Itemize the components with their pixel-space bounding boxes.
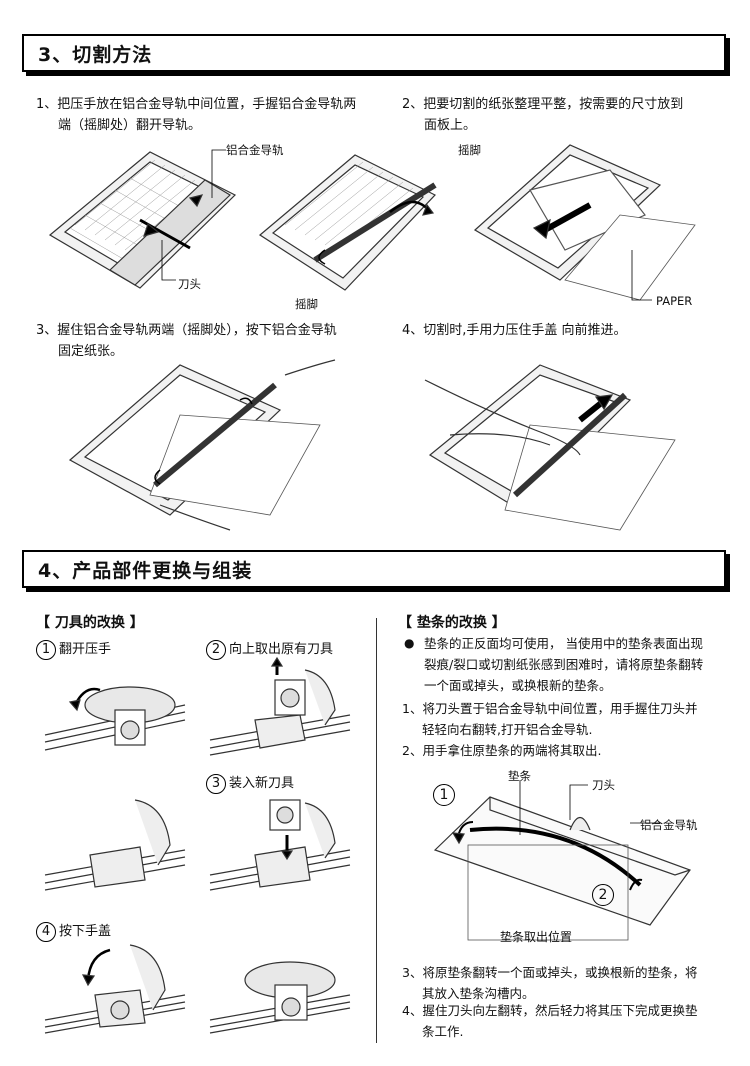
pad-step-1-line-2: 轻轻向右翻转,打开铝合金导轨. (422, 722, 593, 737)
step-2-line-2: 面板上。 (424, 118, 477, 133)
section-3-title: 3、切割方法 (38, 44, 153, 66)
pad-step-4-line-1: 4、握住刀头向左翻转，然后轻力将其压下完成更换垫 (402, 1003, 698, 1018)
blade-empty-holder-illustration (44, 799, 186, 891)
bullet-line-1: 垫条的正反面均可使用， 当使用中的垫条表面出现 (424, 636, 703, 651)
blade-step-4-label: 按下手盖 (59, 924, 112, 939)
bullet-line-3: 一个面或掉头，或换根新的垫条。 (424, 678, 612, 693)
label-rail: 铝合金导轨 (226, 143, 284, 157)
diagram-num-1: 1 (433, 784, 455, 806)
pad-step-1: 1、将刀头置于铝合金导轨中间位置，用手握住刀头并 轻轻向右翻转,打开铝合金导轨. (402, 698, 697, 740)
bullet-dot-icon: ● (404, 636, 415, 650)
step-1-line-1: 1、把压手放在铝合金导轨中间位置，手握铝合金导轨两 (36, 97, 357, 112)
diagram-num-2: 2 (592, 884, 614, 906)
pad-diagram (433, 780, 691, 941)
cutter-illustration-5 (424, 364, 676, 531)
blade-step-4-number: 4 (36, 921, 56, 942)
diagram-label-remove-position: 垫条取出位置 (500, 930, 573, 944)
blade-step-2-number: 2 (206, 639, 226, 660)
step-2-line-1: 2、把要切割的纸张整理平整，按需要的尺寸放到 (402, 97, 684, 112)
diagram-label-pad-strip: 垫条 (508, 769, 531, 783)
diagram-label-blade-head: 刀头 (592, 778, 615, 792)
step-3-line-2: 固定纸张。 (58, 344, 124, 359)
pad-step-1-line-1: 1、将刀头置于铝合金导轨中间位置，用手握住刀头并 (402, 701, 698, 716)
blade-step-4-illustration (44, 944, 186, 1034)
blade-change-heading: 【 刀具的改换 】 (36, 615, 144, 631)
diagram-label-rail: 铝合金导轨 (640, 818, 698, 832)
cutter-illustration-2 (258, 154, 437, 291)
label-paper-leader (631, 250, 652, 301)
blade-step-3-label: 装入新刀具 (229, 776, 295, 791)
blade-step-3-illustration (209, 799, 351, 891)
pad-bullet-note: ● 垫条的正反面均可使用， 当使用中的垫条表面出现 裂痕/裂口或切割纸张感到困难… (404, 633, 703, 696)
section-4-title: 4、产品部件更换与组装 (38, 560, 253, 582)
label-rocker-foot-b: 摇脚 (295, 297, 318, 311)
cutter-illustration-3 (473, 144, 696, 301)
pad-step-3-line-2: 其放入垫条沟槽内。 (422, 986, 535, 1001)
label-paper: PAPER (656, 294, 693, 308)
step-1-line-2: 端（摇脚处）翻开导轨。 (58, 118, 202, 133)
pad-step-3-line-1: 3、将原垫条翻转一个面或掉头，或换根新的垫条，将 (402, 965, 698, 980)
blade-step-2-label: 向上取出原有刀具 (229, 642, 334, 657)
cutter-illustration-4 (68, 359, 336, 531)
pad-change-heading: 【 垫条的改换 】 (398, 615, 506, 631)
step-4-text: 4、切割时,手用力压住手盖 向前推进。 (402, 320, 627, 341)
blade-step-3-number: 3 (206, 773, 226, 794)
cutter-illustration-1 (48, 151, 237, 289)
blade-step-2-illustration (209, 656, 351, 756)
blade-assembled-illustration (209, 961, 351, 1034)
label-blade-head: 刀头 (178, 277, 201, 291)
section-4-header: 4、产品部件更换与组装 (22, 550, 726, 588)
step-3-line-1: 3、握住铝合金导轨两端（摇脚处），按下铝合金导轨 (36, 323, 337, 338)
label-rail-leader (211, 149, 226, 198)
label-blade-leader (161, 240, 176, 281)
step-3-text: 3、握住铝合金导轨两端（摇脚处），按下铝合金导轨 固定纸张。 (36, 320, 337, 362)
pad-step-4: 4、握住刀头向左翻转，然后轻力将其压下完成更换垫 条工作. (402, 1000, 697, 1042)
label-rocker-foot-a: 摇脚 (458, 143, 481, 157)
blade-step-1-number: 1 (36, 639, 56, 660)
pad-step-4-line-2: 条工作. (422, 1024, 464, 1039)
section-3-header: 3、切割方法 (22, 34, 726, 72)
step-4-line-1: 4、切割时,手用力压住手盖 向前推进。 (402, 323, 627, 338)
step-1-text: 1、把压手放在铝合金导轨中间位置，手握铝合金导轨两 端（摇脚处）翻开导轨。 (36, 94, 356, 136)
pad-step-2: 2、用手拿住原垫条的两端将其取出. (402, 740, 601, 761)
blade-step-1-label: 翻开压手 (59, 642, 112, 657)
pad-step-2-line-1: 2、用手拿住原垫条的两端将其取出. (402, 743, 602, 758)
bullet-line-2: 裂痕/裂口或切割纸张感到困难时，请将原垫条翻转 (424, 657, 704, 672)
blade-step-1-illustration (44, 686, 186, 751)
column-divider (376, 618, 377, 1043)
step-2-text: 2、把要切割的纸张整理平整，按需要的尺寸放到 面板上。 (402, 94, 683, 136)
pad-step-3: 3、将原垫条翻转一个面或掉头，或换根新的垫条，将 其放入垫条沟槽内。 (402, 962, 697, 1004)
